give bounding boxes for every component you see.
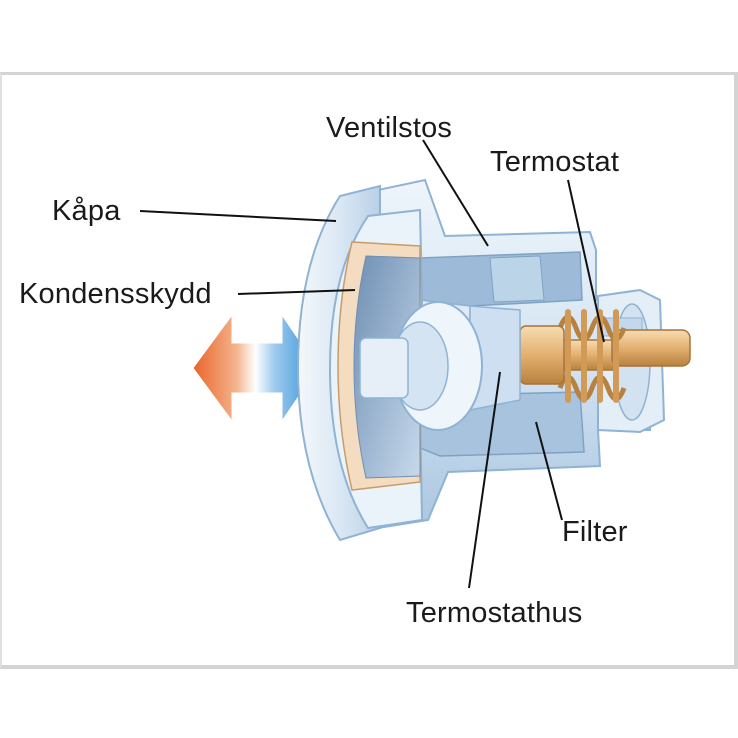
leader-kondensskydd — [237, 289, 356, 295]
label-kondensskydd: Kondensskydd — [19, 278, 212, 310]
label-termostat: Termostat — [490, 146, 620, 178]
label-termostathus: Termostathus — [406, 597, 583, 629]
front-cap — [296, 184, 483, 542]
leader-filter — [535, 421, 563, 521]
leader-kapa — [139, 210, 337, 222]
label-kapa: Kåpa — [52, 195, 121, 227]
leader-termostathus — [468, 371, 501, 589]
leader-lines — [139, 139, 605, 589]
label-filter: Filter — [562, 516, 628, 548]
label-ventilstos: Ventilstos — [326, 112, 453, 144]
leader-ventilstos — [422, 139, 489, 247]
housing-body — [377, 178, 666, 530]
leader-termostat — [567, 179, 605, 343]
